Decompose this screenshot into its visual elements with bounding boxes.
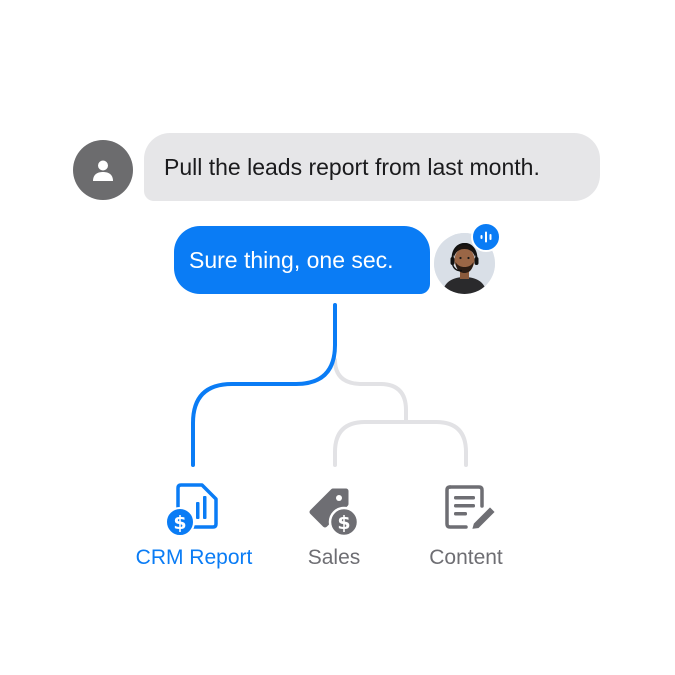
connector-split [333, 420, 468, 467]
agent-reply-text: Sure thing, one sec. [189, 246, 394, 273]
option-content-label[interactable]: Content [429, 546, 503, 569]
voice-wave-icon [480, 231, 492, 243]
connector-crm-report [191, 303, 337, 467]
voice-activity-badge [471, 222, 501, 252]
crm-report-icon[interactable]: $ [164, 482, 224, 542]
svg-text:$: $ [173, 512, 186, 534]
user-message-bubble: Pull the leads report from last month. [144, 133, 600, 201]
sales-tag-icon[interactable]: $ [306, 482, 366, 542]
option-sales-label[interactable]: Sales [307, 546, 361, 569]
content-edit-icon[interactable] [441, 482, 501, 542]
user-message-text: Pull the leads report from last month. [164, 153, 540, 180]
agent-avatar [434, 233, 495, 294]
agent-reply-bubble: Sure thing, one sec. [174, 226, 430, 294]
user-avatar [73, 140, 133, 200]
option-crm-report-label[interactable]: CRM Report [135, 546, 253, 569]
svg-text:$: $ [337, 512, 350, 534]
connector-sales-content [333, 358, 408, 424]
person-icon [93, 160, 113, 181]
